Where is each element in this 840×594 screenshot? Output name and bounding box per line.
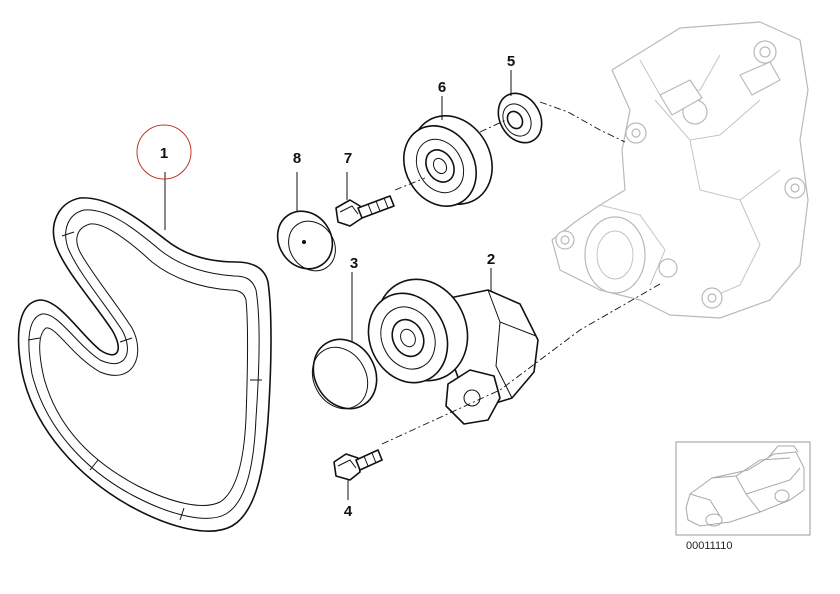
drive-belt-icon xyxy=(17,197,272,532)
callouts: 1 2 3 4 5 6 7 8 xyxy=(160,53,515,520)
idler-pulley-icon xyxy=(403,115,493,207)
belt-tensioner-icon xyxy=(367,278,539,425)
callout-3[interactable]: 3 xyxy=(350,255,358,272)
callout-1[interactable]: 1 xyxy=(160,145,168,162)
bolt-part-7 xyxy=(335,195,395,227)
leader-lines xyxy=(164,70,512,500)
bushing-part-5 xyxy=(497,92,543,144)
reference-number: 00011110 xyxy=(686,540,733,552)
vehicle-thumbnail: 00011110 xyxy=(675,441,811,552)
callout-7[interactable]: 7 xyxy=(344,150,352,167)
highlight-ring xyxy=(136,124,192,180)
engine-bracket-ghost xyxy=(551,21,809,319)
assembly-axes xyxy=(381,101,661,445)
callout-2[interactable]: 2 xyxy=(487,251,495,268)
callout-5[interactable]: 5 xyxy=(507,53,515,70)
cap-part-8 xyxy=(276,210,336,272)
callout-6[interactable]: 6 xyxy=(438,79,446,96)
sedan-car-icon xyxy=(685,445,805,527)
dust-cap-part-3 xyxy=(311,338,378,410)
callout-4[interactable]: 4 xyxy=(344,503,353,520)
bolt-part-4 xyxy=(333,449,383,481)
callout-8[interactable]: 8 xyxy=(293,150,301,167)
